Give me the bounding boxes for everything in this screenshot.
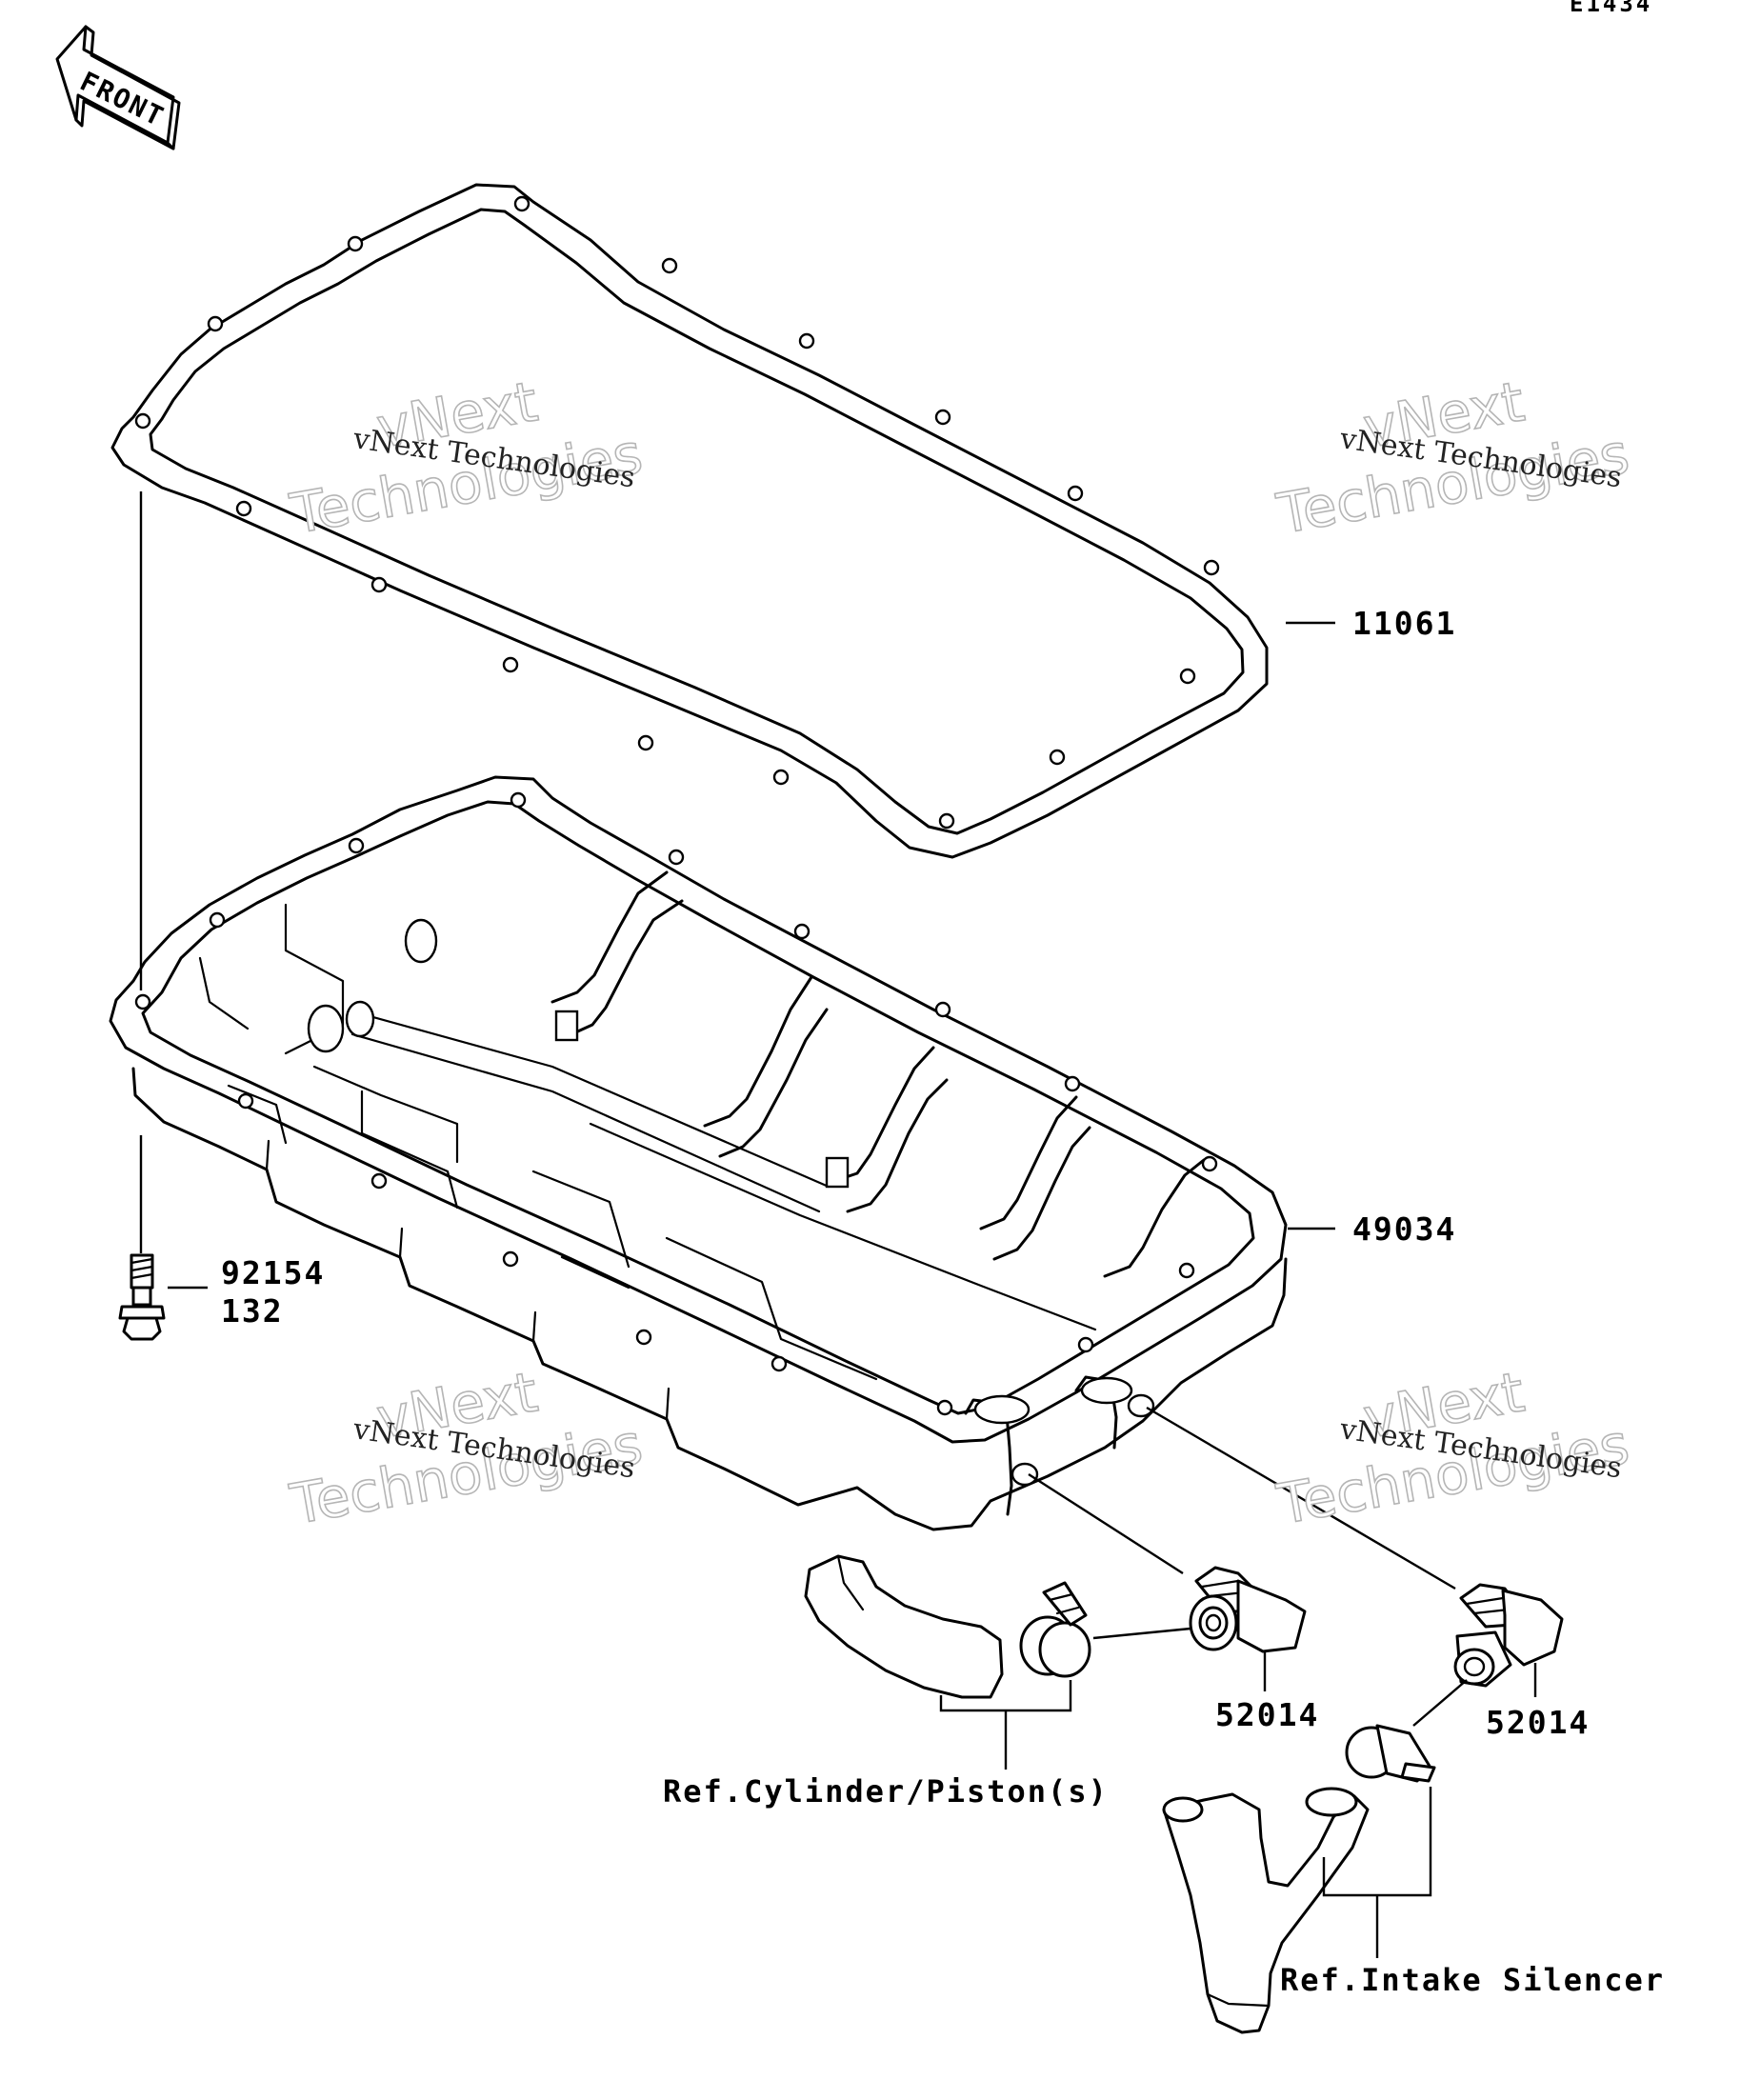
hose-cylinder: [804, 1554, 1004, 1699]
part-label-bolt: 92154: [221, 1254, 325, 1291]
fitting-52014-right: [1453, 1583, 1564, 1688]
front-arrow-icon: FRONT: [55, 25, 181, 150]
diagram-code: E1434: [1570, 0, 1652, 17]
part-label-oil-pan: 49034: [1352, 1210, 1456, 1248]
watermark-1: vNext Technologies vNext Technologies: [285, 369, 648, 548]
part-label-bolt-qty: 132: [221, 1292, 284, 1330]
hose-clamp-right: [1345, 1724, 1436, 1783]
part-label-fitting-left: 52014: [1215, 1696, 1319, 1733]
watermark-4: vNext Technologies vNext Technologies: [1271, 1359, 1634, 1538]
ref-label-cylinder: Ref.Cylinder/Piston(s): [663, 1773, 1109, 1810]
gasket-11061: [110, 183, 1269, 859]
hose-clamp-left: [1019, 1581, 1091, 1678]
part-label-fitting-right: 52014: [1486, 1704, 1590, 1741]
fitting-52014-left: [1189, 1566, 1307, 1653]
part-label-gasket: 11061: [1352, 605, 1456, 642]
watermark-2: vNext Technologies vNext Technologies: [1271, 369, 1634, 548]
bolt-92154: [118, 1253, 166, 1341]
ref-label-intake: Ref.Intake Silencer: [1280, 1962, 1665, 1998]
oil-pan-49034: [109, 775, 1288, 1531]
hose-intake: [1162, 1787, 1370, 2034]
